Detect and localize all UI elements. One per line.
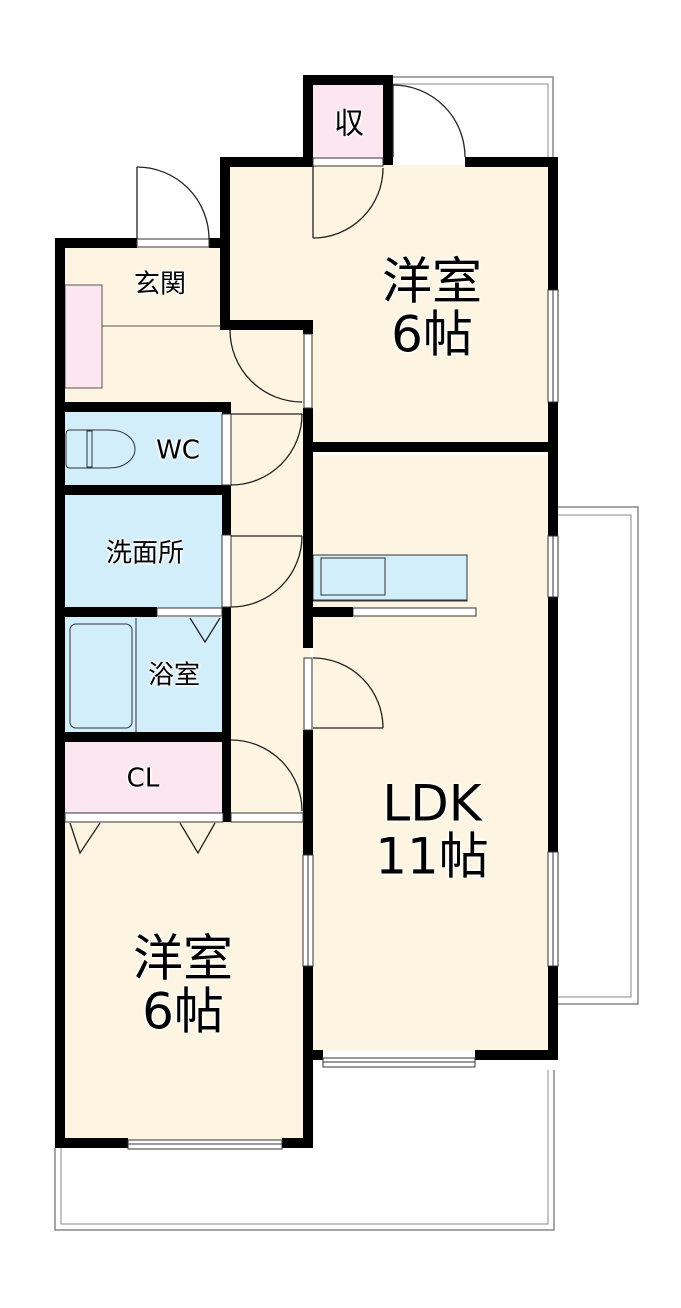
toilet-label: WC xyxy=(156,435,200,466)
room-size: 6帖 xyxy=(142,982,224,1040)
shoe-cabinet xyxy=(64,284,103,389)
western-room-south-floor xyxy=(65,820,303,1140)
ldk-label: LDK 11帖 xyxy=(375,774,489,885)
western-room-south-label: 洋室 6帖 xyxy=(133,929,233,1040)
bathroom-label: 浴室 xyxy=(147,660,201,691)
room-name: LDK xyxy=(382,774,482,833)
closet-label: CL xyxy=(126,763,160,794)
balcony-north xyxy=(393,76,554,158)
windows xyxy=(64,157,559,1150)
storage-north-floor xyxy=(313,84,383,158)
walls xyxy=(55,75,558,1148)
washroom-floor xyxy=(65,495,230,608)
room-name: 洋室 xyxy=(133,929,233,988)
western-room-north-label: 洋室 6帖 xyxy=(382,252,482,363)
storage-north-label: 収 xyxy=(334,106,364,142)
washroom-label: 洗面所 xyxy=(105,538,185,569)
balcony-south xyxy=(54,1070,555,1231)
ldk-floor xyxy=(313,455,548,1050)
corridor-floor xyxy=(225,320,310,820)
room-name: 洋室 xyxy=(382,252,482,311)
balcony-east xyxy=(558,506,639,1005)
bathtub-fixture xyxy=(69,618,137,734)
toilet-fixture xyxy=(65,429,136,469)
kitchen-counter xyxy=(312,554,477,617)
closet-floor xyxy=(65,742,223,817)
entrance-label: 玄関 xyxy=(133,269,187,300)
room-size: 11帖 xyxy=(375,827,489,885)
room-size: 6帖 xyxy=(391,305,473,363)
door-swings xyxy=(69,84,466,855)
